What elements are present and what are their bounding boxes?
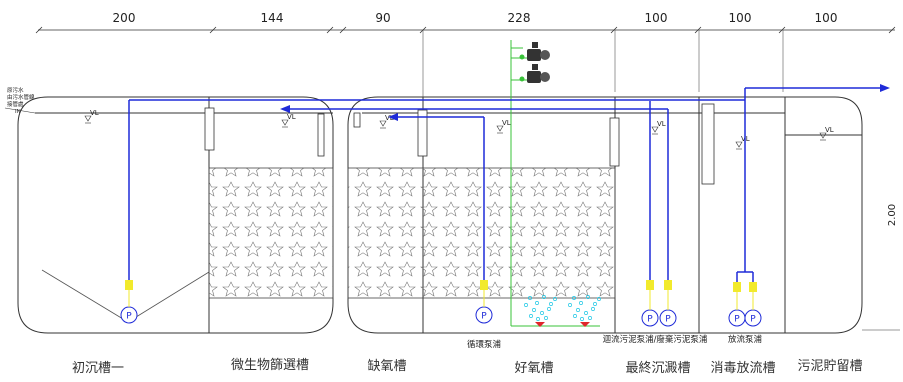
blower-icon	[519, 42, 550, 61]
dimension-label: 228	[508, 11, 531, 25]
tank-label: 微生物篩選槽	[231, 358, 309, 373]
svg-text:P: P	[126, 312, 132, 322]
flow-arrowheads	[280, 84, 890, 121]
water-level-label: VL	[657, 120, 666, 128]
pump-icon: P	[659, 280, 677, 327]
blower-icon	[519, 64, 550, 83]
water-level-label: VL	[385, 114, 394, 122]
tank-label: 缺氧槽	[367, 359, 406, 374]
pump-icon: P	[641, 280, 659, 327]
pump-icon: P	[744, 282, 762, 327]
inlet-pipe	[4, 107, 36, 114]
tank-label: 消毒放流槽	[710, 361, 775, 376]
pump-label-circulation: 循環泵浦	[467, 339, 502, 350]
svg-text:由污水管線: 由污水管線	[7, 93, 35, 101]
diffuser-icon	[535, 322, 590, 327]
inlet-label: 原污水 由污水管線 接管處 IN	[7, 86, 35, 115]
pump-icon: P	[475, 280, 493, 324]
water-level-label: VL	[287, 113, 296, 121]
svg-text:P: P	[750, 315, 756, 325]
svg-text:原污水: 原污水	[7, 86, 24, 94]
tank-label: 污泥貯留槽	[797, 359, 862, 374]
svg-text:P: P	[647, 315, 653, 325]
water-level-markers	[84, 115, 827, 150]
pump-label-discharge: 放流泵浦	[728, 334, 763, 345]
tank-label: 好氧槽	[514, 361, 553, 376]
svg-text:P: P	[665, 315, 671, 325]
pump-icon: P	[120, 280, 138, 324]
sludge-pipes	[128, 87, 880, 282]
dimension-label: 100	[729, 11, 752, 25]
water-level-label: VL	[90, 109, 99, 117]
pump-label-return-waste: 迴流污泥泵浦/廢棄污泥泵浦	[603, 334, 708, 345]
dimension-label: 100	[815, 11, 838, 25]
baffles	[204, 103, 715, 185]
tank-label: 最終沉澱槽	[625, 360, 690, 376]
media-zone-microbe	[208, 167, 334, 299]
tank-label: 初沉槽一	[72, 361, 124, 376]
pump-icon: P	[728, 282, 746, 327]
dimension-label: 200	[113, 11, 136, 25]
water-level-label: VL	[502, 119, 511, 127]
svg-text:P: P	[481, 312, 487, 322]
dimension-label: 100	[645, 11, 668, 25]
aeration-bubbles	[524, 295, 601, 321]
svg-text:接管處: 接管處	[7, 100, 24, 108]
media-zone-aerobic	[347, 167, 616, 299]
svg-text:IN: IN	[15, 109, 21, 115]
dimension-label: 90	[375, 11, 390, 25]
dimension-label: 144	[261, 11, 284, 25]
dimension-line	[35, 26, 896, 34]
height-dimension-label: 2.00	[887, 204, 898, 226]
svg-text:P: P	[734, 315, 740, 325]
water-level-label: VL	[825, 126, 834, 134]
